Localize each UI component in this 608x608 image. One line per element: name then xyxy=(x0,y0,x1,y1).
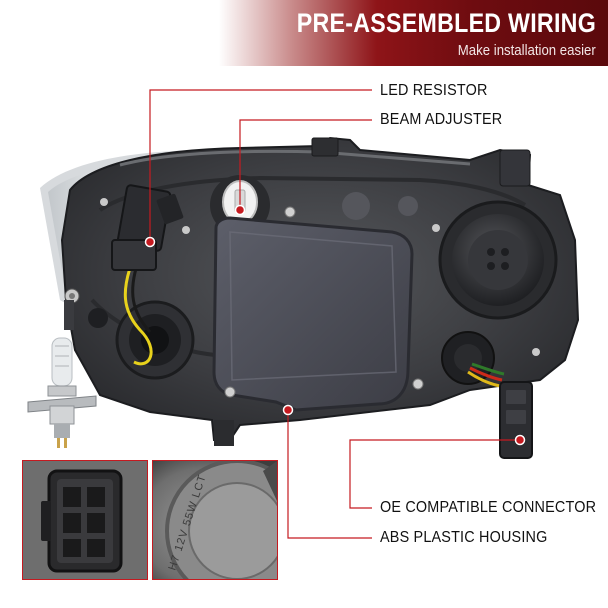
callout-dots xyxy=(144,204,526,446)
banner-subtitle: Make installation easier xyxy=(458,42,596,59)
dot-abs-housing xyxy=(282,404,294,416)
high-beam-cap xyxy=(438,200,558,320)
banner-title: PRE-ASSEMBLED WIRING xyxy=(296,8,596,38)
rear-cover xyxy=(212,216,414,412)
leader-oe-connector xyxy=(349,439,520,509)
oe-connector xyxy=(467,362,533,459)
housing-screws xyxy=(100,198,540,398)
inset-connector-closeup xyxy=(22,460,148,580)
bulb-stamp-image: H7 12V 55W LCT xyxy=(153,461,277,579)
label-oe-connector: OE COMPATIBLE CONNECTOR xyxy=(380,499,597,516)
dot-led-resistor xyxy=(144,236,156,248)
connector-closeup-image xyxy=(23,461,147,579)
label-beam-adjuster: BEAM ADJUSTER xyxy=(380,111,503,128)
label-abs-housing: ABS PLASTIC HOUSING xyxy=(380,529,548,546)
side-sockets xyxy=(342,192,495,385)
dot-oe-connector xyxy=(514,434,526,446)
leader-led-resistor xyxy=(149,89,372,242)
dot-beam-adjuster xyxy=(234,204,246,216)
h7-bulb xyxy=(27,337,97,448)
label-led-resistor: LED RESISTOR xyxy=(380,82,488,99)
led-resistor-module xyxy=(111,184,184,366)
header-banner: PRE-ASSEMBLED WIRING Make installation e… xyxy=(0,0,608,66)
low-beam-socket xyxy=(88,300,195,380)
inset-bulb-stamp: H7 12V 55W LCT xyxy=(152,460,278,580)
leader-beam-adjuster xyxy=(239,119,372,210)
callout-lines xyxy=(149,89,520,539)
leader-abs-housing xyxy=(287,410,372,539)
